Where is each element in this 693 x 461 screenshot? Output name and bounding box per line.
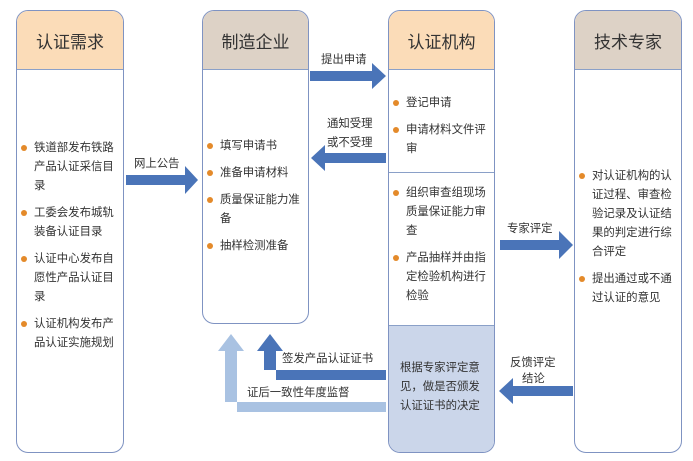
list-item: 组织审查组现场质量保证能力审查 (389, 183, 494, 240)
agency-title: 认证机构 (407, 32, 476, 53)
arrow-supervision (218, 334, 386, 412)
experts-list: 对认证机构的认证过程、审查检验记录及认证结果的判定进行综合评定提出通过或不通过认… (575, 166, 681, 315)
experts-title: 技术专家 (594, 32, 662, 53)
arrow-notify (311, 145, 386, 171)
list-item: 对认证机构的认证过程、审查检验记录及认证结果的判定进行综合评定 (575, 166, 681, 261)
list-item: 登记申请 (389, 93, 494, 112)
experts-column: 技术专家 对认证机构的认证过程、审查检验记录及认证结果的判定进行综合评定提出通过… (574, 10, 682, 453)
list-item: 产品抽样并由指定检验机构进行检验 (389, 248, 494, 305)
label-announce: 网上公告 (134, 156, 180, 170)
arrow-expert-review (500, 231, 573, 259)
agency-decision-panel: 根据专家评定意 见，做是否颁发 认证证书的决定 (389, 325, 494, 452)
demand-header: 认证需求 (17, 11, 123, 70)
list-item: 工委会发布城轨装备认证目录 (17, 203, 123, 241)
label-supervision: 证后一致性年度监督 (247, 385, 350, 399)
enterprise-list: 填写申请书准备申请材料质量保证能力准备抽样检测准备 (203, 136, 308, 263)
list-item: 提出通过或不通过认证的意见 (575, 269, 681, 307)
list-item: 填写申请书 (203, 136, 308, 155)
list-item: 认证中心发布自愿性产品认证目录 (17, 249, 123, 306)
label-expert-review: 专家评定 (507, 221, 553, 235)
label-notify-2: 或不受理 (327, 135, 373, 149)
label-feedback-2: 结论 (522, 371, 545, 385)
demand-column: 认证需求 铁道部发布铁路产品认证采信目录工委会发布城轨装备认证目录认证中心发布自… (16, 10, 124, 453)
enterprise-column: 制造企业 填写申请书准备申请材料质量保证能力准备抽样检测准备 (202, 10, 309, 324)
demand-list: 铁道部发布铁路产品认证采信目录工委会发布城轨装备认证目录认证中心发布自愿性产品认… (17, 138, 123, 360)
list-item: 认证机构发布产品认证实施规划 (17, 314, 123, 352)
agency-column: 认证机构 登记申请申请材料文件评审 组织审查组现场质量保证能力审查产品抽样并由指… (388, 10, 495, 453)
label-submit: 提出申请 (321, 52, 367, 66)
arrow-submit (310, 63, 386, 89)
list-item: 质量保证能力准备 (203, 190, 308, 228)
demand-title: 认证需求 (36, 32, 104, 53)
list-item: 铁道部发布铁路产品认证采信目录 (17, 138, 123, 195)
enterprise-header: 制造企业 (203, 11, 308, 70)
arrow-feedback (499, 378, 573, 404)
agency-section-register: 登记申请申请材料文件评审 (389, 93, 494, 166)
arrow-issue-cert (257, 334, 386, 380)
agency-decision-text: 根据专家评定意 见，做是否颁发 认证证书的决定 (400, 360, 480, 412)
list-item: 抽样检测准备 (203, 236, 308, 255)
label-issue-cert: 签发产品认证证书 (282, 351, 374, 365)
label-feedback-1: 反馈评定 (510, 355, 556, 369)
list-item: 申请材料文件评审 (389, 120, 494, 158)
list-item: 准备申请材料 (203, 163, 308, 182)
agency-header: 认证机构 (389, 11, 494, 70)
agency-section-review: 组织审查组现场质量保证能力审查产品抽样并由指定检验机构进行检验 (389, 183, 494, 313)
experts-header: 技术专家 (575, 11, 681, 70)
arrow-announce (126, 166, 198, 194)
enterprise-title: 制造企业 (221, 32, 290, 53)
label-notify-1: 通知受理 (327, 116, 373, 130)
agency-divider-1 (389, 172, 494, 173)
